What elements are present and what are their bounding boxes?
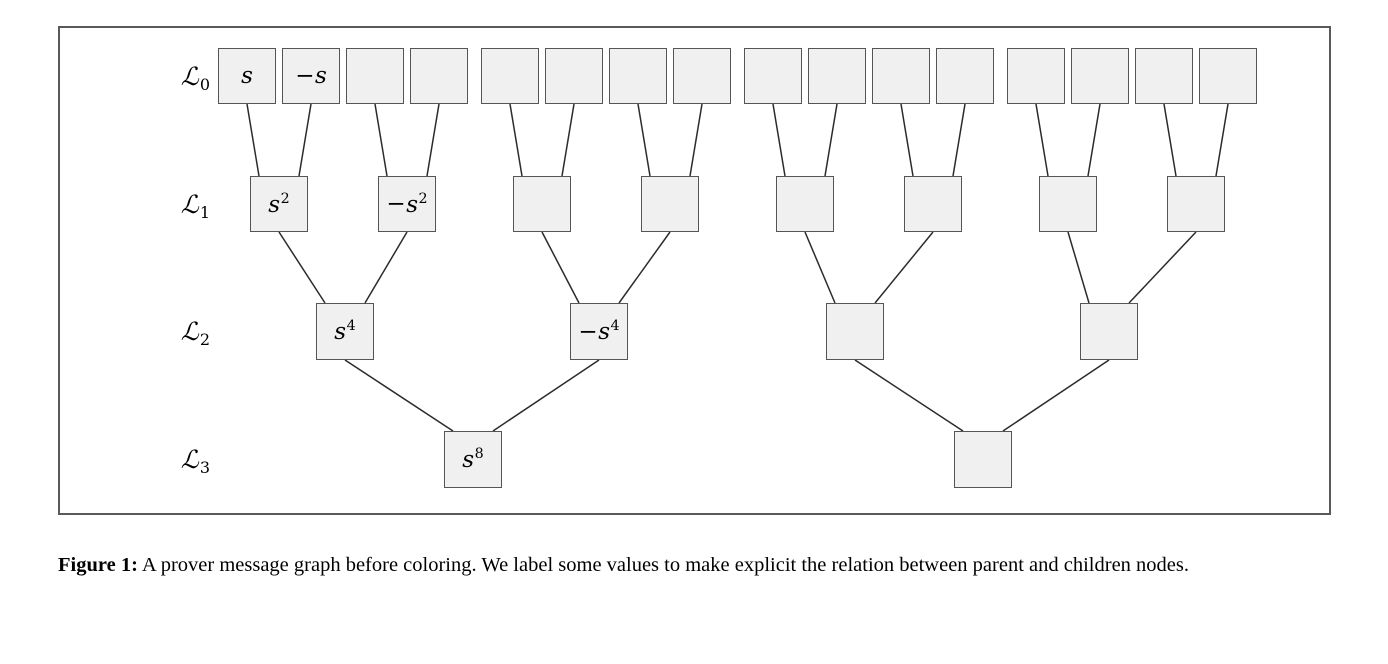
node-value-base: s	[268, 191, 281, 218]
figure-frame	[58, 26, 1331, 515]
level-label-l3: ℒ3	[140, 445, 210, 477]
level-label-l2: ℒ2	[140, 317, 210, 349]
graph-edge	[1087, 103, 1101, 177]
graph-node-l0-9[interactable]	[808, 48, 866, 104]
graph-node-l0-5[interactable]	[545, 48, 603, 104]
graph-node-l3-1[interactable]	[954, 431, 1012, 488]
level-label-letter: ℒ	[180, 190, 199, 219]
graph-node-l3-0[interactable]: s8	[444, 431, 502, 488]
graph-node-l0-13[interactable]	[1071, 48, 1129, 104]
graph-edge	[1163, 103, 1177, 177]
graph-edge	[854, 359, 964, 432]
node-value-label: s	[241, 62, 253, 89]
level-label-index: 0	[199, 74, 210, 94]
graph-edge	[509, 103, 523, 177]
graph-node-l2-1[interactable]: −s4	[570, 303, 628, 360]
node-value-base: s	[314, 62, 327, 89]
graph-edge	[344, 359, 454, 432]
level-label-l0: ℒ0	[140, 62, 210, 94]
node-value-base: s	[241, 62, 253, 89]
graph-edge	[426, 103, 440, 177]
graph-edge	[1035, 103, 1049, 177]
level-label-index: 1	[199, 202, 210, 222]
graph-edge	[1002, 359, 1110, 432]
graph-edge	[824, 103, 838, 177]
graph-edge	[952, 103, 966, 177]
graph-node-l1-2[interactable]	[513, 176, 571, 232]
graph-node-l1-1[interactable]: −s2	[378, 176, 436, 232]
node-value-label: −s4	[578, 319, 619, 344]
graph-node-l0-6[interactable]	[609, 48, 667, 104]
node-value-label: −s	[295, 62, 327, 89]
node-value-label: −s2	[386, 190, 428, 218]
graph-edge	[1128, 231, 1197, 304]
graph-edge	[561, 103, 575, 177]
figure-caption: Figure 1: A prover message graph before …	[58, 551, 1331, 580]
node-value-exponent: 4	[610, 318, 620, 335]
prover-message-graph	[246, 103, 1229, 432]
graph-node-l0-14[interactable]	[1135, 48, 1193, 104]
caption-text: A prover message graph before coloring. …	[137, 554, 1189, 576]
node-value-exponent: 2	[418, 190, 428, 207]
graph-node-l0-11[interactable]	[936, 48, 994, 104]
node-value-base: s	[462, 446, 475, 473]
graph-edge	[804, 231, 836, 304]
graph-edge	[1067, 231, 1090, 304]
graph-node-l1-7[interactable]	[1167, 176, 1225, 232]
edge-layer	[246, 103, 1229, 432]
node-value-base: s	[406, 191, 418, 218]
node-value-base: s	[334, 318, 347, 345]
graph-node-l2-0[interactable]: s4	[316, 303, 374, 360]
graph-node-l1-5[interactable]	[904, 176, 962, 232]
graph-node-l0-12[interactable]	[1007, 48, 1065, 104]
graph-edge	[689, 103, 703, 177]
graph-node-l1-0[interactable]: s2	[250, 176, 308, 232]
node-value-label: s8	[462, 447, 483, 472]
graph-edge	[900, 103, 914, 177]
minus-sign: −	[578, 318, 598, 345]
graph-node-l0-7[interactable]	[673, 48, 731, 104]
graph-node-l2-3[interactable]	[1080, 303, 1138, 360]
graph-node-l1-6[interactable]	[1039, 176, 1097, 232]
graph-node-l0-1[interactable]: −s	[282, 48, 340, 104]
graph-edge	[618, 231, 671, 304]
graph-node-l0-0[interactable]: s	[218, 48, 276, 104]
graph-edge	[492, 359, 600, 432]
level-label-index: 2	[199, 329, 210, 349]
node-value-label: s2	[268, 190, 290, 218]
graph-node-l0-15[interactable]	[1199, 48, 1257, 104]
graph-node-l1-4[interactable]	[776, 176, 834, 232]
minus-sign: −	[295, 62, 315, 89]
level-label-letter: ℒ	[180, 317, 199, 346]
node-value-base: s	[598, 318, 610, 345]
graph-node-l0-10[interactable]	[872, 48, 930, 104]
caption-label: Figure 1:	[58, 554, 138, 576]
graph-edge	[637, 103, 651, 177]
graph-node-l2-2[interactable]	[826, 303, 884, 360]
minus-sign: −	[386, 191, 406, 218]
node-value-exponent: 4	[346, 318, 356, 335]
graph-node-l0-4[interactable]	[481, 48, 539, 104]
level-label-index: 3	[199, 457, 210, 477]
graph-edge	[364, 231, 408, 304]
graph-edge	[298, 103, 312, 177]
graph-edge	[246, 103, 260, 177]
node-value-exponent: 2	[280, 190, 290, 207]
level-label-l1: ℒ1	[140, 190, 210, 222]
graph-edge	[278, 231, 326, 304]
node-value-label: s4	[334, 319, 355, 344]
level-label-letter: ℒ	[180, 62, 199, 91]
graph-node-l0-8[interactable]	[744, 48, 802, 104]
graph-edge	[374, 103, 388, 177]
graph-node-l1-3[interactable]	[641, 176, 699, 232]
level-label-letter: ℒ	[180, 445, 199, 474]
graph-edge	[541, 231, 580, 304]
node-value-exponent: 8	[474, 446, 484, 463]
graph-node-l0-2[interactable]	[346, 48, 404, 104]
graph-edge	[772, 103, 786, 177]
graph-edge	[1215, 103, 1229, 177]
graph-edge	[874, 231, 934, 304]
graph-node-l0-3[interactable]	[410, 48, 468, 104]
